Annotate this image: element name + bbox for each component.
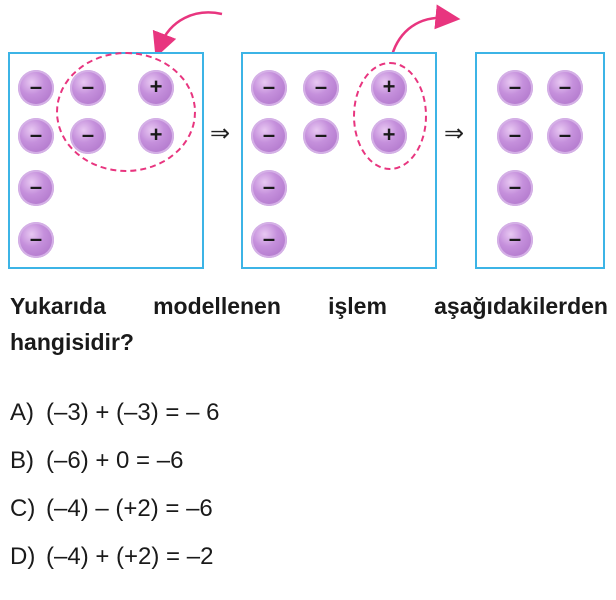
negative-token: – [251,70,287,106]
negative-token: – [547,70,583,106]
negative-token: – [251,222,287,258]
negative-token: – [497,70,533,106]
option-letter: D) [10,543,36,570]
option-text: (–4) – (+2) = –6 [46,495,213,522]
negative-token: – [18,170,54,206]
negative-token: – [18,118,54,154]
option-c[interactable]: C) (–4) – (+2) = –6 [10,494,213,524]
model-panel-3: – – – – – – [475,52,605,269]
dashed-group-ring [353,62,427,170]
option-text: (–4) + (+2) = –2 [46,543,214,570]
option-letter: A) [10,399,34,426]
negative-token: – [547,118,583,154]
implies-arrow-icon: ⇒ [444,120,465,147]
negative-token: – [303,118,339,154]
negative-token: – [251,170,287,206]
negative-token: – [303,70,339,106]
question-text: Yukarıda modellenen işlem aşağıdakilerde… [10,293,608,355]
incoming-curved-arrow-icon [152,11,223,58]
option-text: (–3) + (–3) = – 6 [46,399,220,426]
model-panel-1: – – + – – + – – [8,52,204,269]
negative-token: – [251,118,287,154]
negative-token: – [497,170,533,206]
option-letter: B) [10,447,34,474]
negative-token: – [18,70,54,106]
negative-token: – [497,118,533,154]
option-text: (–6) + 0 = –6 [46,447,184,474]
model-panel-2: – – + – – + – – [241,52,437,269]
dashed-group-ring [56,52,196,172]
negative-token: – [497,222,533,258]
option-d[interactable]: D) (–4) + (+2) = –2 [10,542,213,572]
negative-token: – [18,222,54,258]
option-letter: C) [10,495,36,522]
option-b[interactable]: B) (–6) + 0 = –6 [10,446,183,476]
implies-arrow-icon: ⇒ [210,120,231,147]
option-a[interactable]: A) (–3) + (–3) = – 6 [10,398,219,428]
arrows-overlay [152,4,461,60]
